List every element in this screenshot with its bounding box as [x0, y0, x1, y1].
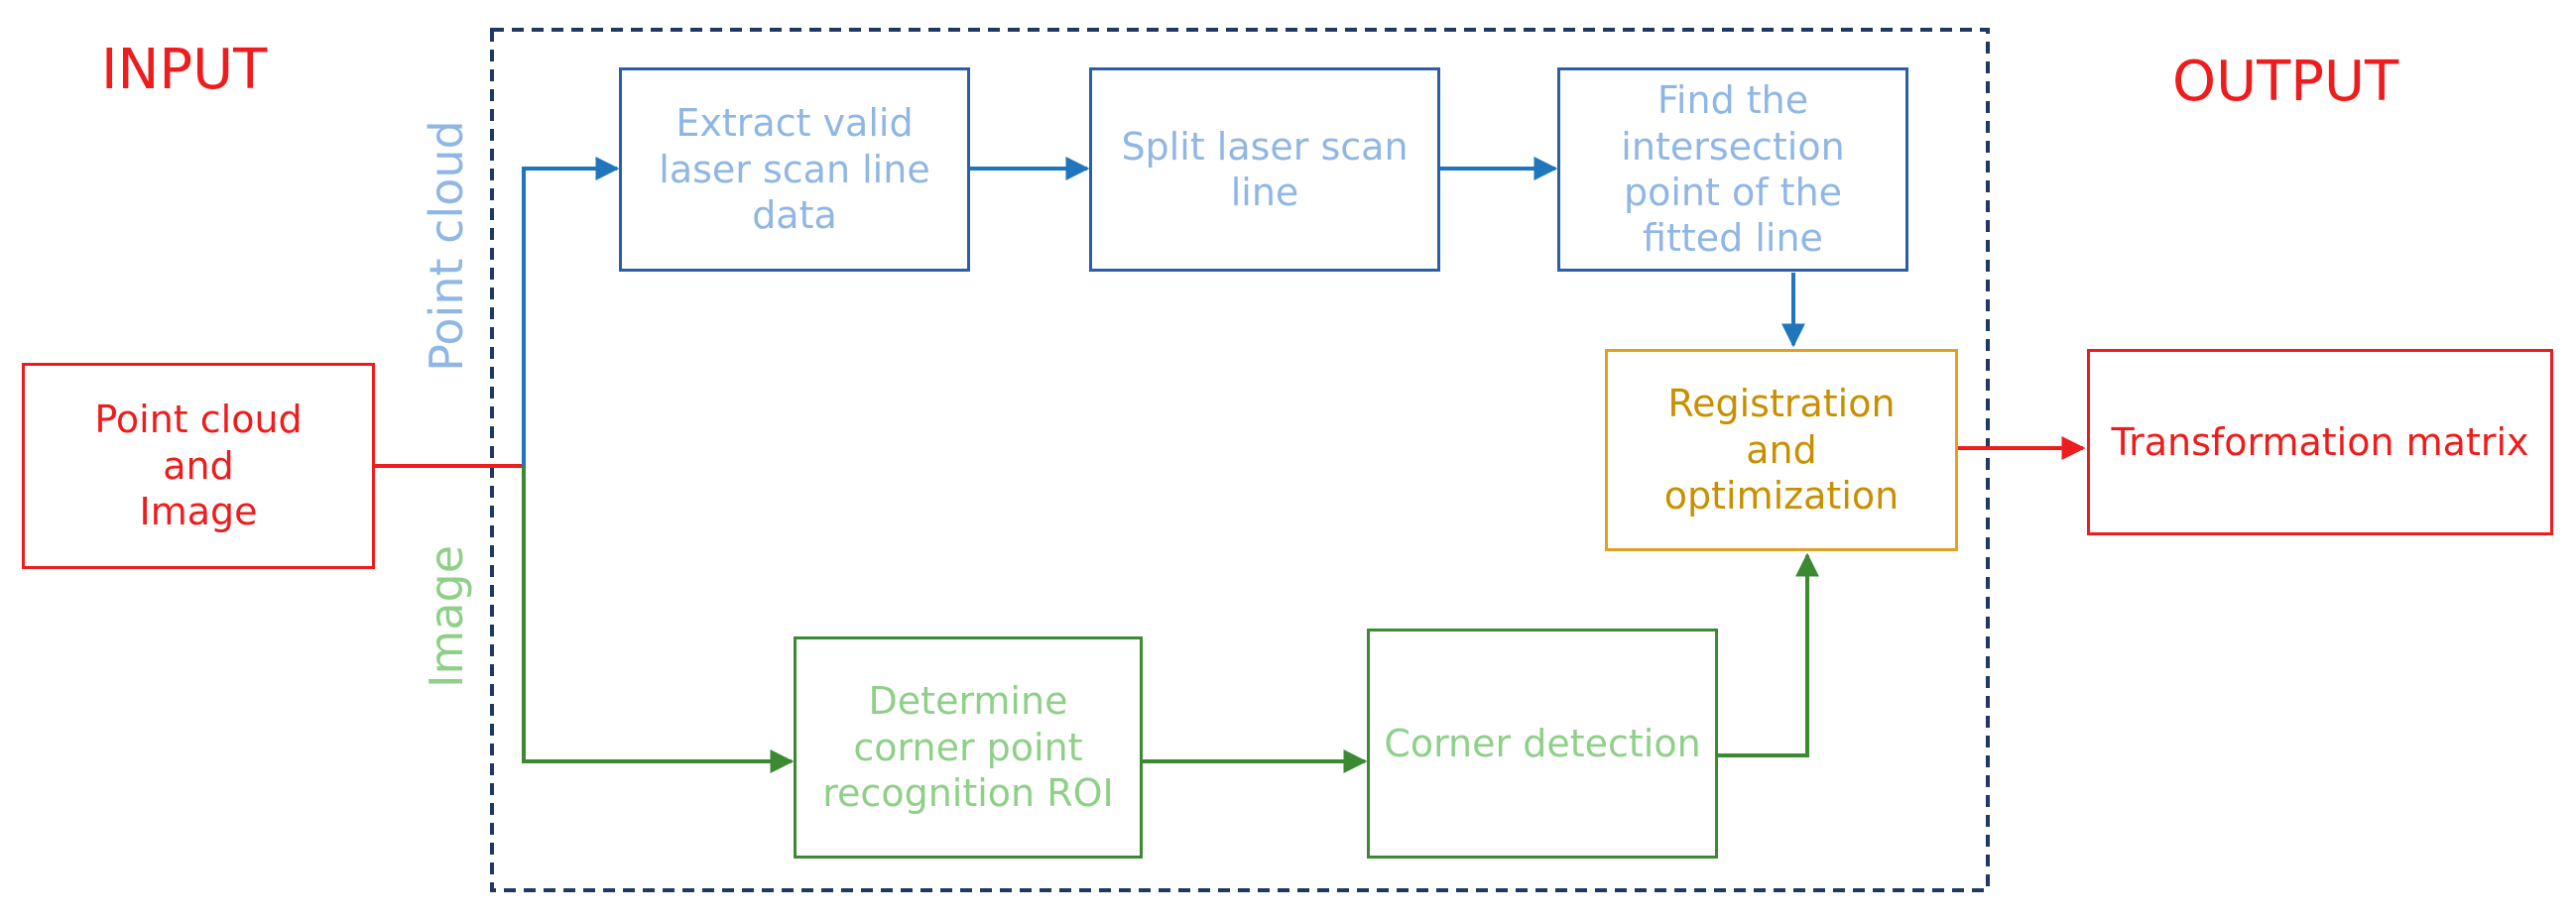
determine-roi-box: Determine corner point recognition ROI	[794, 636, 1143, 859]
output-matrix-text: Transformation matrix	[2111, 419, 2529, 464]
output-matrix-box: Transformation matrix	[2087, 349, 2553, 535]
processing-frame	[490, 28, 1990, 892]
arrow-corner-to-registration	[1718, 552, 1819, 757]
image-branch-label: Image	[420, 544, 473, 689]
determine-roi-text: Determine corner point recognition ROI	[822, 679, 1114, 816]
corner-detection-text: Corner detection	[1384, 721, 1701, 765]
input-data-box: Point cloud and Image	[22, 363, 375, 569]
point-cloud-branch-line	[522, 157, 620, 466]
image-branch-line	[522, 466, 795, 773]
corner-detection-box: Corner detection	[1367, 629, 1718, 859]
point-cloud-branch-label: Point cloud	[420, 120, 473, 372]
output-title: OUTPUT	[2172, 50, 2399, 114]
split-box: Split laser scan line	[1089, 67, 1440, 272]
find-text: Find the intersection point of the fitte…	[1621, 78, 1845, 261]
registration-box: Registration and optimization	[1605, 349, 1958, 551]
input-title: INPUT	[101, 38, 268, 102]
find-box: Find the intersection point of the fitte…	[1557, 67, 1908, 272]
registration-text: Registration and optimization	[1663, 382, 1900, 518]
split-text: Split laser scan line	[1121, 124, 1409, 214]
extract-box: Extract valid laser scan line data	[619, 67, 970, 272]
input-data-text: Point cloud and Image	[94, 398, 303, 534]
extract-text: Extract valid laser scan line data	[659, 101, 930, 238]
